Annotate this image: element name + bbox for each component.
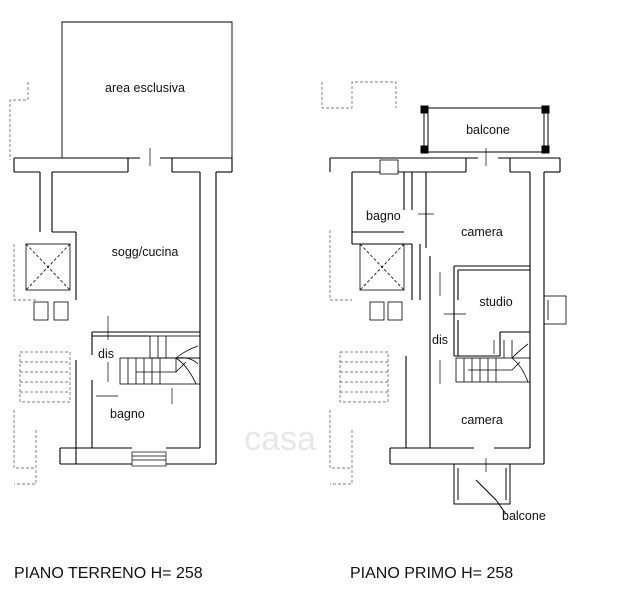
ground-outer-walls (13, 157, 233, 465)
ground-doors (96, 148, 173, 404)
first-doors (418, 148, 495, 472)
side-balcony (543, 295, 567, 325)
first-stair (455, 340, 531, 383)
first-shaft (359, 159, 405, 321)
bottom-balcony (453, 463, 511, 515)
label-balcone-bottom: balcone (502, 509, 546, 523)
ground-stair (119, 335, 201, 385)
area-esclusiva-outline (61, 21, 233, 158)
first-floor-plan (321, 81, 567, 515)
ground-floor-plan (9, 21, 233, 485)
label-sogg-cucina: sogg/cucina (112, 245, 179, 259)
first-neighbour-dashed (321, 81, 397, 485)
label-camera-top: camera (461, 225, 503, 239)
watermark: casa (244, 420, 316, 458)
ground-shaft (25, 243, 71, 321)
label-bagno-first: bagno (366, 209, 401, 223)
label-dis-first: dis (432, 333, 448, 347)
label-studio: studio (479, 295, 512, 309)
caption-piano-primo: PIANO PRIMO H= 258 (350, 565, 513, 582)
label-bagno-ground: bagno (110, 407, 145, 421)
first-outer-walls (329, 157, 561, 465)
top-balcony (420, 105, 550, 154)
ground-neighbour-dashed (9, 82, 71, 485)
label-camera-bottom: camera (461, 413, 503, 427)
label-area-esclusiva: area esclusiva (105, 81, 185, 95)
label-dis-ground: dis (98, 347, 114, 361)
caption-piano-terreno: PIANO TERRENO H= 258 (14, 565, 203, 582)
label-balcone-top: balcone (466, 123, 510, 137)
ground-entry-step (131, 451, 167, 467)
